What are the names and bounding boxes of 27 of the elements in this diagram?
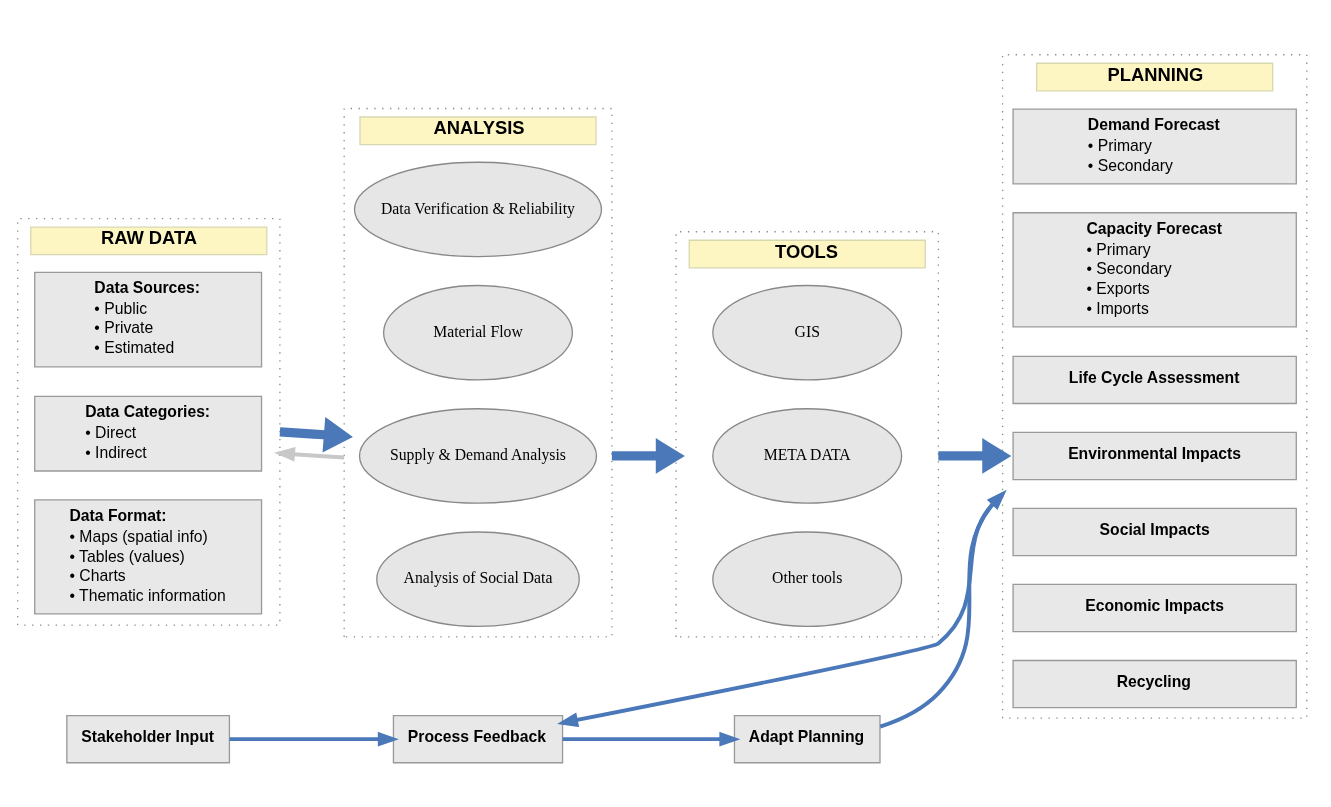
node-ellipse: Analysis of Social Data — [376, 531, 580, 628]
node-ellipse: Other tools — [712, 531, 903, 628]
node-box: Process Feedback — [392, 714, 564, 764]
arrow — [229, 731, 399, 747]
node-ellipse: GIS — [712, 284, 903, 381]
node-ellipse: META DATA — [712, 408, 903, 504]
arrow — [562, 731, 741, 747]
node-box: Life Cycle Assessment — [1012, 355, 1297, 405]
node-ellipse: Data Verification & Reliability — [353, 161, 603, 258]
arrow — [279, 416, 353, 453]
node-box: Demand Forecast • Primary • Secondary — [1012, 108, 1297, 185]
arrow — [273, 447, 345, 462]
node-box: Capacity Forecast • Primary • Secondary • Exports • Imports — [1012, 212, 1297, 328]
arrow — [938, 438, 1012, 474]
node-box: Data Sources: • Public • Private • Estimated — [34, 271, 263, 368]
node-ellipse: Material Flow — [382, 284, 574, 381]
node-box: Stakeholder Input — [66, 714, 231, 764]
node-box: Environmental Impacts — [1012, 431, 1297, 481]
arrow — [879, 489, 1007, 729]
node-box: Social Impacts — [1012, 507, 1297, 557]
node-box: Economic Impacts — [1012, 583, 1297, 633]
node-box: Data Categories: • Direct • Indirect — [34, 395, 263, 472]
node-box: Adapt Planning — [733, 714, 881, 764]
node-box: Recycling — [1012, 659, 1297, 709]
arrow — [611, 438, 685, 474]
node-ellipse: Supply & Demand Analysis — [358, 408, 598, 504]
node-box: Data Format: • Maps (spatial info) • Tables (values) • Charts • Thematic information — [34, 499, 263, 615]
